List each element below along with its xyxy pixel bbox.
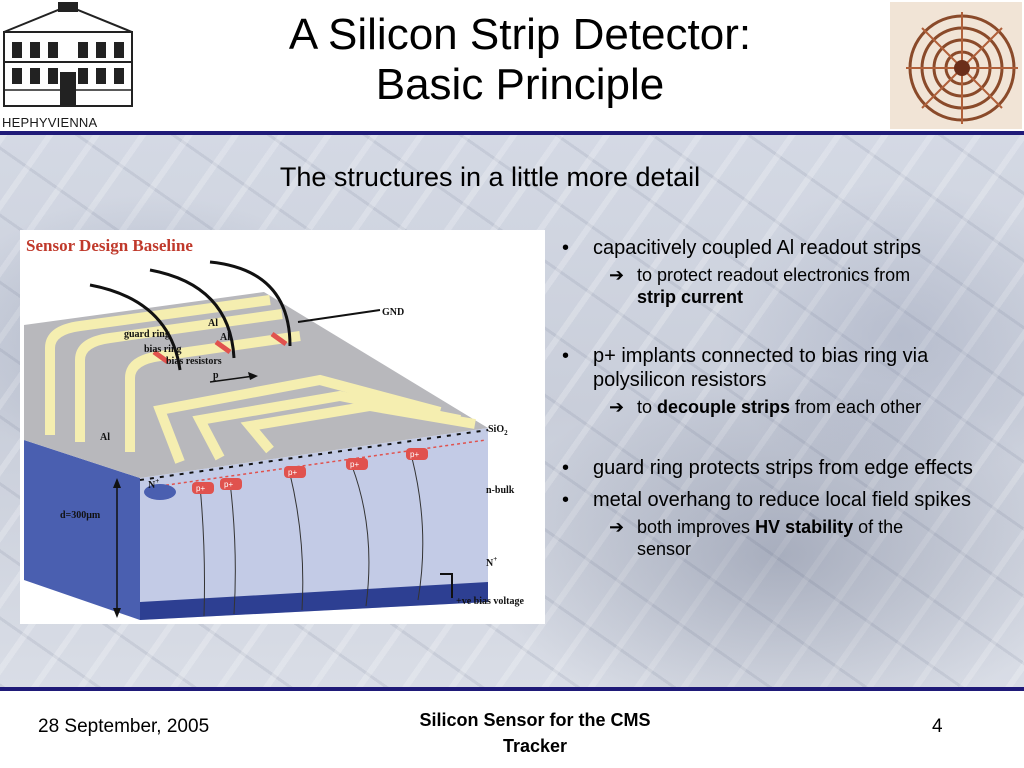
- bullet-1-text: capacitively coupled Al readout strips: [593, 237, 921, 259]
- label-al-2: Al: [220, 332, 230, 343]
- header-rule: [0, 131, 1024, 135]
- label-thickness: d=300μm: [60, 510, 101, 521]
- footer-title: Silicon Sensor for the CMS Tracker: [360, 707, 710, 759]
- bullet-3: • guard ring protects strips from edge e…: [562, 456, 1012, 480]
- label-bias-ring: bias ring: [144, 344, 182, 355]
- bullet-4-sub: ➔ both improves HV stability of the: [562, 516, 1012, 538]
- sensor-design-figure: Sensor Design Baseline: [20, 230, 545, 624]
- bullet-4: • metal overhang to reduce local field s…: [562, 488, 1012, 512]
- cms-detector-sketch-logo: [890, 2, 1022, 129]
- bullet-dot: •: [562, 457, 570, 479]
- bullet-1: • capacitively coupled Al readout strips: [562, 236, 1012, 260]
- sub-text-bold: decouple strips: [657, 397, 791, 417]
- label-n-plus-right: N+: [486, 555, 497, 569]
- hephy-building-logo: [3, 2, 133, 107]
- slide-footer: [0, 691, 1024, 768]
- label-n-plus-left: N+: [148, 477, 159, 491]
- label-bias-voltage: +ve bias voltage: [456, 596, 524, 607]
- bullet-1-sub-cont: strip current: [637, 287, 744, 307]
- p-plus-label-3: p+: [288, 468, 297, 477]
- footer-title-line-2: Tracker: [502, 736, 568, 756]
- sub-text: to protect readout electronics from: [637, 265, 911, 285]
- sub-text: both improves: [637, 517, 756, 537]
- arrow-icon: ➔: [609, 265, 625, 285]
- arrow-icon: ➔: [609, 397, 625, 417]
- title-line-1: A Silicon Strip Detector:: [288, 10, 752, 59]
- sub-text: to: [637, 397, 658, 417]
- bullet-2-text: p+ implants connected to bias ring via p…: [593, 345, 929, 391]
- bullet-list: • capacitively coupled Al readout strips…: [562, 236, 1012, 560]
- label-gnd: GND: [382, 307, 404, 318]
- label-bias-resistors: bias resistors: [166, 356, 222, 367]
- bullet-4-sub-cont: sensor: [637, 539, 692, 559]
- footer-title-line-1: Silicon Sensor for the CMS: [419, 710, 651, 730]
- sub-text: from each other: [790, 397, 922, 417]
- page-number: 4: [932, 716, 943, 737]
- p-plus-label-5: p+: [410, 450, 419, 459]
- bullet-2: • p+ implants connected to bias ring via…: [562, 344, 1012, 392]
- figure-heading: Sensor Design Baseline: [26, 236, 193, 255]
- label-al-1: Al: [208, 318, 218, 329]
- bullet-dot: •: [562, 345, 570, 367]
- bullet-1-sub: ➔ to protect readout electronics from: [562, 264, 1012, 286]
- bullet-2-sub: ➔ to decouple strips from each other: [562, 396, 1012, 418]
- p-plus-label-4: p+: [350, 460, 359, 469]
- p-plus-label-2: p+: [224, 480, 233, 489]
- logo-label: HEPHYVIENNA: [2, 115, 98, 130]
- p-plus-label-1: p+: [196, 484, 205, 493]
- label-guard-ring: guard ring: [124, 329, 170, 340]
- slide-subtitle: The structures in a little more detail: [279, 162, 701, 192]
- bullet-3-text: guard ring protects strips from edge eff…: [593, 457, 973, 479]
- slide-title: A Silicon Strip Detector: Basic Principl…: [160, 10, 880, 110]
- bullet-4-text: metal overhang to reduce local field spi…: [593, 489, 971, 511]
- label-p: p: [213, 370, 219, 381]
- bullet-dot: •: [562, 489, 570, 511]
- label-al-side: Al: [100, 432, 110, 443]
- arrow-icon: ➔: [609, 517, 625, 537]
- sub-text-bold: HV stability: [755, 517, 854, 537]
- label-sio2: SiO2: [488, 424, 508, 437]
- slide-header: [0, 0, 1024, 131]
- label-n-bulk: n-bulk: [486, 485, 515, 496]
- sub-text: of the: [853, 517, 904, 537]
- footer-date: 28 September, 2005: [38, 716, 210, 737]
- footer-rule: [0, 687, 1024, 691]
- title-line-2: Basic Principle: [375, 60, 665, 109]
- bullet-dot: •: [562, 237, 570, 259]
